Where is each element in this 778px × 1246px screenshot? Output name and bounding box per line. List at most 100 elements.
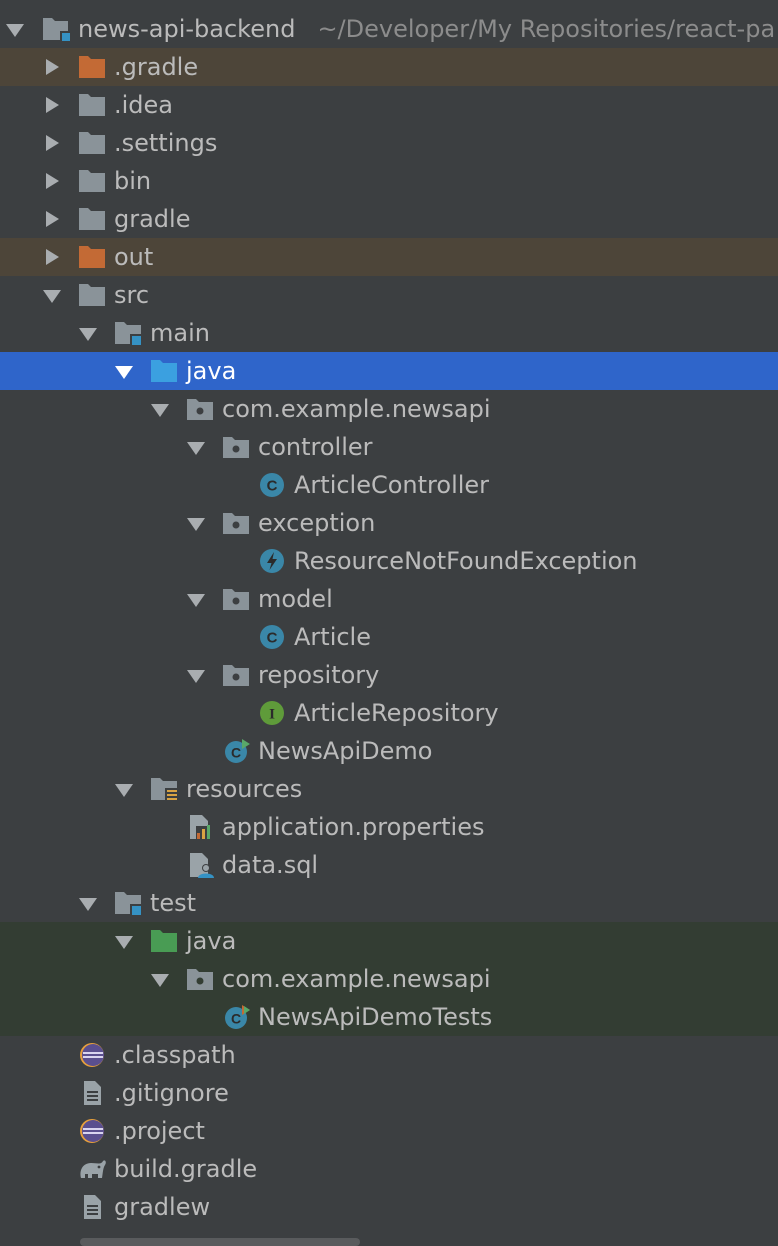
expand-arrow[interactable] [5,10,25,48]
node-label: .project [114,1117,205,1145]
tree-node-data-sql[interactable]: data.sql [0,846,778,884]
tree-node-test-java[interactable]: java [0,922,778,960]
node-label: com.example.newsapi [222,395,491,423]
tree-node-repository[interactable]: repository [0,656,778,694]
source-folder-icon [150,358,180,384]
node-label: ArticleController [294,471,490,499]
tree-node-test-package[interactable]: com.example.newsapi [0,960,778,998]
node-label: build.gradle [114,1155,258,1183]
tree-node-resource-not-found[interactable]: ResourceNotFoundException [0,542,778,580]
node-label: bin [114,167,152,195]
svg-text:C: C [267,478,278,495]
tree-node-out[interactable]: out [0,238,778,276]
svg-text:C: C [231,745,241,761]
package-icon [222,662,252,688]
expand-arrow[interactable] [186,504,206,542]
tree-node-project-root[interactable]: news-api-backend~/Developer/My Repositor… [0,10,778,48]
tree-node-project-file[interactable]: .project [0,1112,778,1150]
expand-arrow[interactable] [186,656,206,694]
tree-node-main[interactable]: main [0,314,778,352]
expand-arrow[interactable] [114,352,134,390]
node-label: gradle [114,205,191,233]
sql-file-icon [186,852,216,878]
expand-arrow[interactable] [78,314,98,352]
runnable-class-icon: C [222,738,252,764]
expand-arrow[interactable] [42,200,62,238]
expand-arrow[interactable] [186,580,206,618]
node-label: com.example.newsapi [222,965,491,993]
tree-node-article-controller[interactable]: C ArticleController [0,466,778,504]
expand-arrow[interactable] [78,884,98,922]
test-class-icon: C [222,1004,252,1030]
project-tree: news-api-backend~/Developer/My Repositor… [0,10,778,1226]
tree-node-test[interactable]: test [0,884,778,922]
tree-node-main-package[interactable]: com.example.newsapi [0,390,778,428]
node-label: src [114,281,150,309]
folder-icon [78,168,108,194]
tree-node-gitignore[interactable]: .gitignore [0,1074,778,1112]
tree-node-resources[interactable]: resources [0,770,778,808]
tree-node-src[interactable]: src [0,276,778,314]
tree-node-exception[interactable]: exception [0,504,778,542]
expand-arrow[interactable] [186,428,206,466]
eclipse-icon [78,1118,108,1144]
node-label: resources [186,775,303,803]
folder-icon [78,282,108,308]
package-icon [186,966,216,992]
resources-folder-icon [150,776,180,802]
node-label: ArticleRepository [294,699,499,727]
expand-arrow[interactable] [150,390,170,428]
properties-file-icon [186,814,216,840]
expand-arrow[interactable] [42,276,62,314]
tree-node-controller[interactable]: controller [0,428,778,466]
tree-node-gradlew[interactable]: gradlew [0,1188,778,1226]
tree-node-gradle-cache[interactable]: .gradle [0,48,778,86]
class-icon: C [258,624,288,650]
expand-arrow[interactable] [114,922,134,960]
expand-arrow[interactable] [42,86,62,124]
node-label: gradlew [114,1193,211,1221]
tree-node-model[interactable]: model [0,580,778,618]
tree-node-bin[interactable]: bin [0,162,778,200]
tree-node-article-repository[interactable]: I ArticleRepository [0,694,778,732]
test-folder-icon [150,928,180,954]
tree-node-gradle[interactable]: gradle [0,200,778,238]
tree-node-news-api-demo[interactable]: C NewsApiDemo [0,732,778,770]
svg-text:C: C [267,630,278,647]
package-icon [222,434,252,460]
expand-arrow[interactable] [114,770,134,808]
node-label: test [150,889,197,917]
tree-node-news-api-demo-tests[interactable]: C NewsApiDemoTests [0,998,778,1036]
node-label: java [186,357,237,385]
expand-arrow[interactable] [42,124,62,162]
tree-node-build-gradle[interactable]: build.gradle [0,1150,778,1188]
node-label: repository [258,661,380,689]
horizontal-scrollbar[interactable] [80,1238,360,1246]
tree-node-classpath[interactable]: .classpath [0,1036,778,1074]
node-label: exception [258,509,376,537]
excluded-folder-icon [78,244,108,270]
tree-node-idea[interactable]: .idea [0,86,778,124]
module-folder-icon [42,16,72,42]
folder-icon [78,206,108,232]
expand-arrow[interactable] [150,960,170,998]
folder-icon [78,130,108,156]
package-icon [222,510,252,536]
node-label: out [114,243,154,271]
node-label: .gitignore [114,1079,229,1107]
node-label: data.sql [222,851,319,879]
tree-node-main-java[interactable]: java [0,352,778,390]
node-label: .classpath [114,1041,236,1069]
node-label: java [186,927,237,955]
expand-arrow[interactable] [42,48,62,86]
excluded-folder-icon [78,54,108,80]
text-file-icon [78,1080,108,1106]
module-folder-icon [114,320,144,346]
tree-node-application-properties[interactable]: application.properties [0,808,778,846]
package-icon [186,396,216,422]
expand-arrow[interactable] [42,238,62,276]
expand-arrow[interactable] [42,162,62,200]
tree-node-article[interactable]: C Article [0,618,778,656]
tree-node-settings[interactable]: .settings [0,124,778,162]
class-icon: C [258,472,288,498]
